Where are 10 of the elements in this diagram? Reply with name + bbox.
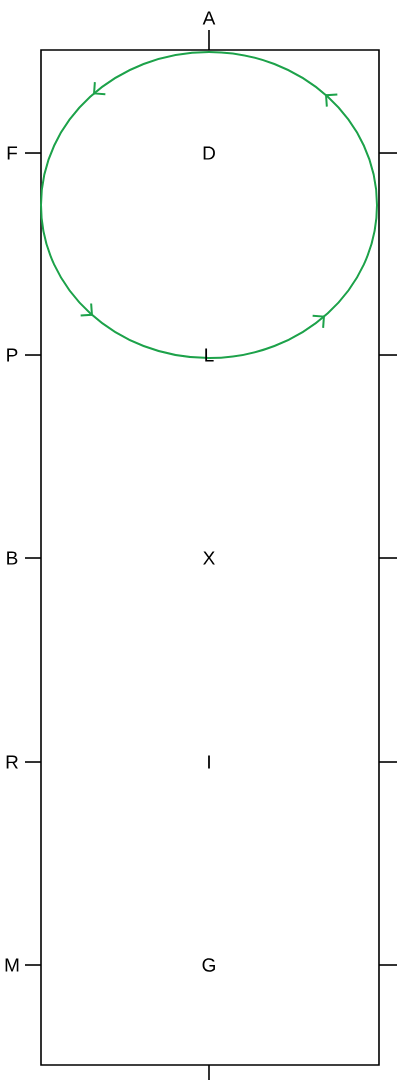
arena-letter: M <box>5 958 19 972</box>
arena-letter: A <box>202 11 216 25</box>
arena-letter: I <box>208 755 210 769</box>
arena-letter: R <box>6 755 18 769</box>
arena-letter: P <box>7 348 18 362</box>
arena-letter: B <box>7 551 18 565</box>
arena-letter: X <box>203 551 215 565</box>
arena-letter: G <box>202 958 215 972</box>
arena-letter: D <box>203 146 215 160</box>
arena-letter: F <box>7 146 18 160</box>
